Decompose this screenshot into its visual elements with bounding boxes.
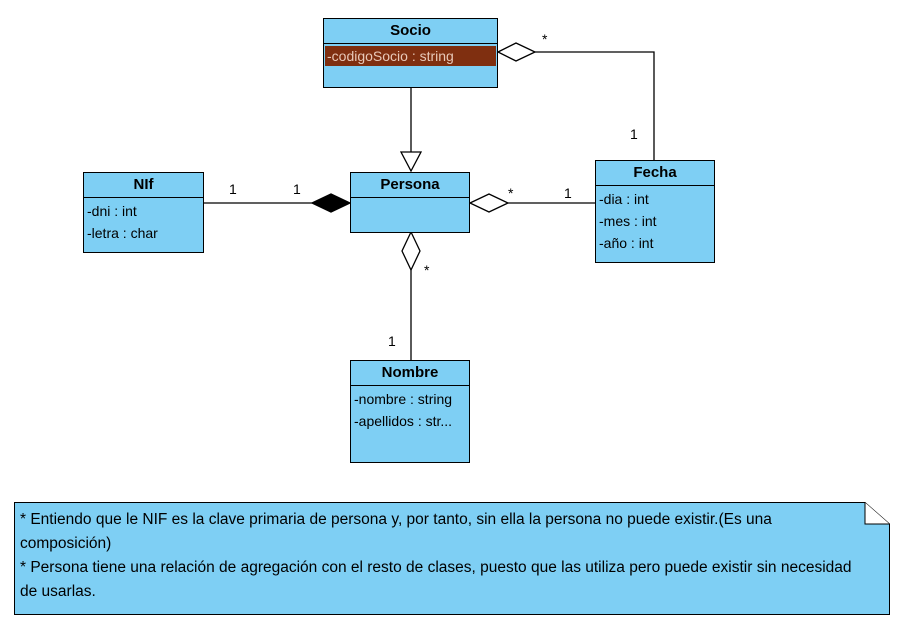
note-text: * Entiendo que le NIF es la clave primar… xyxy=(20,508,860,604)
multiplicity-socio-end: * xyxy=(542,31,548,47)
class-name: NIf xyxy=(84,173,203,198)
class-persona[interactable]: Persona xyxy=(350,172,470,233)
class-nombre[interactable]: Nombre -nombre : string -apellidos : str… xyxy=(350,360,470,463)
aggregation-diamond xyxy=(401,230,421,272)
class-name: Socio xyxy=(324,19,497,44)
attribute-list: -codigoSocio : string xyxy=(324,44,497,66)
attribute-dni[interactable]: -dni : int xyxy=(87,203,137,219)
class-fecha[interactable]: Fecha -dia : int -mes : int -año : int xyxy=(595,160,715,263)
attribute-list: -dni : int -letra : char xyxy=(84,198,203,244)
note-line: * Entiendo que le NIF es la clave primar… xyxy=(20,511,772,552)
composition-nif-persona[interactable] xyxy=(204,193,352,213)
attribute-nombre[interactable]: -nombre : string xyxy=(354,391,453,407)
attribute-apellidos[interactable]: -apellidos : str... xyxy=(354,413,453,429)
generalization-socio-persona[interactable] xyxy=(399,88,423,173)
attribute-list xyxy=(351,198,469,200)
multiplicity-nif-end: 1 xyxy=(229,181,237,197)
note[interactable]: * Entiendo que le NIF es la clave primar… xyxy=(14,502,890,615)
multiplicity-fecha-end: 1 xyxy=(630,126,638,142)
multiplicity-nombre-end: 1 xyxy=(388,333,396,349)
generalization-arrowhead xyxy=(399,151,423,173)
class-name: Nombre xyxy=(351,361,469,386)
attribute-list: -nombre : string -apellidos : str... xyxy=(351,386,469,432)
aggregation-socio-fecha[interactable] xyxy=(496,42,655,160)
class-socio[interactable]: Socio -codigoSocio : string xyxy=(323,18,498,88)
aggregation-diamond xyxy=(496,42,537,62)
class-name: Persona xyxy=(351,173,469,198)
multiplicity-persona-end: * xyxy=(508,185,514,201)
note-line: * Persona tiene una relación de agregaci… xyxy=(20,559,852,600)
attribute-list: -dia : int -mes : int -año : int xyxy=(596,186,714,254)
attribute-mes[interactable]: -mes : int xyxy=(599,213,657,229)
attribute-letra[interactable]: -letra : char xyxy=(87,225,158,241)
attribute-codigo-socio[interactable]: -codigoSocio : string xyxy=(325,46,496,66)
aggregation-persona-nombre[interactable] xyxy=(401,230,421,360)
multiplicity-persona-end: * xyxy=(424,262,430,278)
multiplicity-persona-end: 1 xyxy=(293,181,301,197)
multiplicity-fecha-end: 1 xyxy=(564,185,572,201)
class-nif[interactable]: NIf -dni : int -letra : char xyxy=(83,172,204,253)
composition-diamond xyxy=(310,193,352,213)
attribute-dia[interactable]: -dia : int xyxy=(599,191,649,207)
aggregation-diamond xyxy=(468,193,510,213)
note-shape xyxy=(14,502,890,615)
class-name: Fecha xyxy=(596,161,714,186)
aggregation-persona-fecha[interactable] xyxy=(468,193,595,213)
attribute-ano[interactable]: -año : int xyxy=(599,235,654,251)
